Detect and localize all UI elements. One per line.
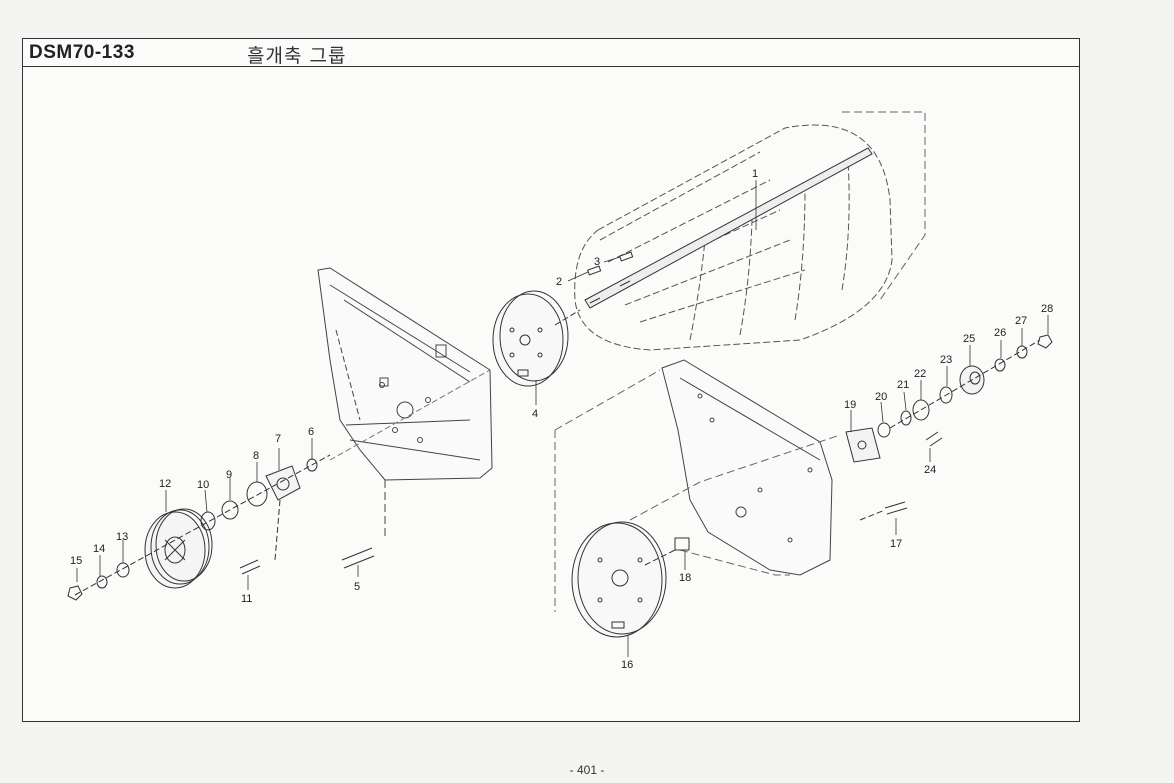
left-side-frame [317, 267, 493, 540]
callout-7: 7 [275, 433, 281, 445]
bearing-housing-part-7 [265, 465, 301, 501]
callout-19: 19 [844, 399, 856, 411]
drawing-sheet: DSM70-133 흘개축 그룹 [22, 38, 1080, 722]
callout-15: 15 [70, 555, 82, 567]
washer-part-14 [96, 575, 108, 589]
title-bar: DSM70-133 흘개축 그룹 [23, 39, 1079, 67]
callout-16: 16 [621, 659, 633, 671]
collar-part-9 [221, 500, 239, 520]
bolt-part-17 [884, 501, 908, 515]
group-name: 흘개축 그룹 [247, 45, 347, 67]
callout-21: 21 [897, 379, 909, 391]
callout-27: 27 [1015, 315, 1027, 327]
washer-part-26 [994, 358, 1006, 372]
flange-part-19 [845, 427, 881, 463]
callout-9: 9 [226, 469, 232, 481]
callout-20: 20 [875, 391, 887, 403]
callout-1: 1 [752, 168, 758, 180]
bearing-part-22 [912, 399, 930, 421]
callout-18: 18 [679, 572, 691, 584]
washer-part-27 [1016, 345, 1028, 359]
callout-11: 11 [241, 593, 252, 605]
callout-23: 23 [940, 354, 952, 366]
callout-2: 2 [556, 276, 562, 288]
callout-13: 13 [116, 531, 128, 543]
bolt-part-5 [341, 547, 375, 569]
pulley-plate-part-4 [492, 290, 569, 387]
callout-8: 8 [253, 450, 259, 462]
bearing-part-8 [246, 481, 268, 507]
bolt-part-11 [239, 559, 261, 575]
callout-5: 5 [354, 581, 360, 593]
washer-part-13 [116, 562, 130, 578]
large-pulley-part-16 [571, 521, 667, 638]
nut-part-15 [67, 585, 83, 601]
ring-part-10 [200, 511, 216, 531]
leader-lines [76, 180, 1049, 657]
callout-10: 10 [197, 479, 209, 491]
bolt-part-24 [925, 431, 943, 447]
snap-ring-part-23 [939, 386, 953, 404]
callout-6: 6 [308, 426, 314, 438]
callout-14: 14 [93, 543, 105, 555]
callout-28: 28 [1041, 303, 1053, 315]
callout-12: 12 [159, 478, 171, 490]
callout-25: 25 [963, 333, 975, 345]
page-number: - 401 - [569, 763, 605, 777]
right-side-frame [661, 359, 833, 576]
main-shaft [584, 147, 873, 309]
bushing-part-18 [674, 537, 690, 551]
bearing-part-20 [877, 422, 891, 438]
key-part-3 [619, 251, 634, 262]
key-part-2 [587, 265, 602, 276]
callout-24: 24 [924, 464, 936, 476]
pulley-part-12 [144, 508, 213, 589]
ring-part-21 [900, 410, 912, 426]
callout-26: 26 [994, 327, 1006, 339]
callout-17: 17 [890, 538, 902, 550]
callout-22: 22 [914, 368, 926, 380]
callout-4: 4 [532, 408, 538, 420]
nut-part-28 [1037, 334, 1053, 349]
model-code: DSM70-133 [29, 42, 135, 63]
drum-outline [574, 124, 893, 351]
callout-3: 3 [594, 256, 600, 268]
callout-labels: 1 2 3 4 5 6 7 8 9 10 11 12 13 14 15 16 1… [70, 168, 1053, 671]
